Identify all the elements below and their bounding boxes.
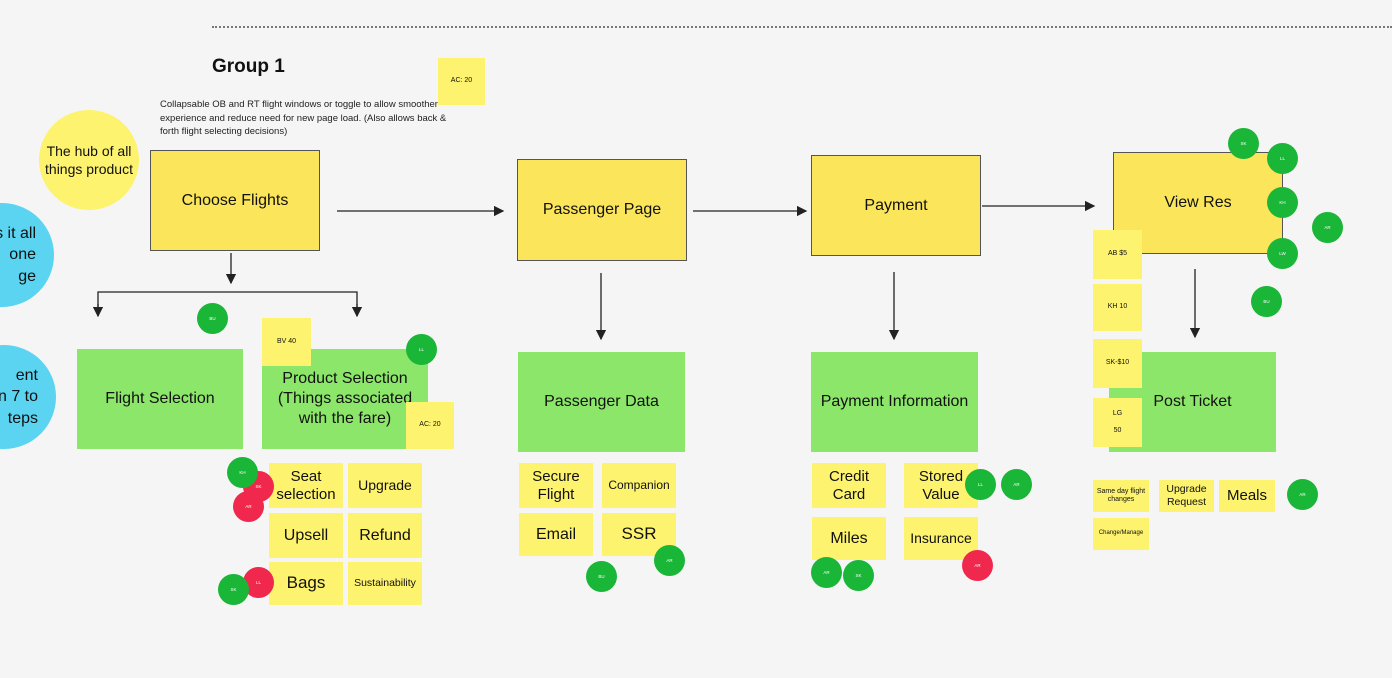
email-sticky: Email (519, 513, 593, 556)
vote-dot: LL (406, 334, 437, 365)
payment-information-card: Payment Information (811, 352, 978, 452)
vote-dot: AR (962, 550, 993, 581)
vote-dot: SK (843, 560, 874, 591)
all-one-page-circle: s it all one ge (0, 203, 54, 307)
vote-dot: SK (1228, 128, 1259, 159)
vote-dot: BU (586, 561, 617, 592)
passenger-page-step: Passenger Page (517, 159, 687, 261)
vote-dot: KH (1267, 187, 1298, 218)
same-day-sticky: Same day flight changes (1093, 480, 1149, 512)
kh-vote: KH 10 (1093, 284, 1142, 331)
ab-vote: AB $5 (1093, 230, 1142, 279)
flight-selection-card: Flight Selection (77, 349, 243, 449)
vote-dot: AR (1312, 212, 1343, 243)
group-description: Collapsable OB and RT flight windows or … (160, 99, 447, 137)
refund-sticky: Refund (348, 513, 422, 558)
upsell-sticky: Upsell (269, 513, 343, 558)
group-title: Group 1 (212, 56, 285, 77)
choose-flights-step: Choose Flights (150, 150, 320, 251)
sk-vote: SK-$10 (1093, 339, 1142, 388)
vote-dot: BU (1251, 286, 1282, 317)
lg-vote: LG 50 (1093, 398, 1142, 447)
dotted-divider (212, 26, 1392, 28)
upgrade-request-sticky: Upgrade Request (1159, 480, 1214, 512)
vote-dot: AR (1287, 479, 1318, 510)
vote-dot: AR (1001, 469, 1032, 500)
companion-sticky: Companion (602, 463, 676, 508)
vote-dot: AR (654, 545, 685, 576)
passenger-data-card: Passenger Data (518, 352, 685, 452)
product-selection-card: Product Selection (Things associated wit… (262, 349, 428, 449)
vote-dot: LL (965, 469, 996, 500)
secure-flight-sticky: Secure Flight (519, 463, 593, 508)
vote-dot: LW (1267, 238, 1298, 269)
vote-dot: AR (233, 491, 264, 522)
stored-value-sticky: Stored Value (904, 463, 978, 508)
meals-sticky: Meals (1219, 480, 1275, 512)
seat-selection-sticky: Seat selection (269, 463, 343, 508)
vote-dot: BU (197, 303, 228, 334)
upgrade-sticky: Upgrade (348, 463, 422, 508)
hub-circle: The hub of all things product (39, 110, 139, 210)
vote-dot: SK (218, 574, 249, 605)
credit-card-sticky: Credit Card (812, 463, 886, 508)
bv-vote: BV 40 (262, 318, 311, 366)
ac-vote-top: AC: 20 (438, 58, 485, 105)
insurance-sticky: Insurance (904, 517, 978, 560)
payment-step: Payment (811, 155, 981, 256)
vote-dot: KH (227, 457, 258, 488)
vote-dot: AR (811, 557, 842, 588)
miles-sticky: Miles (812, 517, 886, 560)
sustainability-sticky: Sustainability (348, 562, 422, 605)
change-manage-sticky: Change/Manage (1093, 518, 1149, 550)
bags-sticky: Bags (269, 562, 343, 605)
vote-dot: LL (1267, 143, 1298, 174)
ac-vote-product: AC: 20 (406, 402, 454, 449)
